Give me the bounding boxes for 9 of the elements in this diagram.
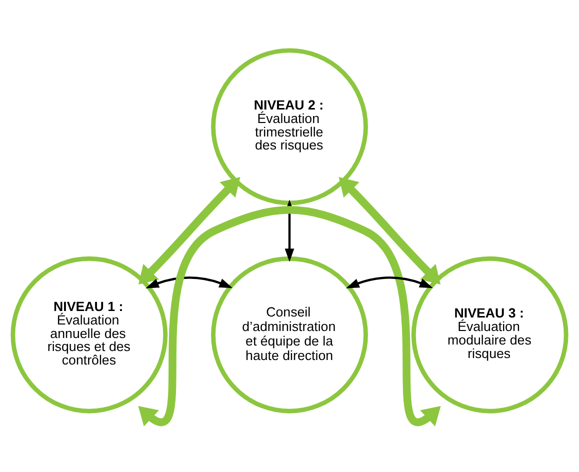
arrow [146, 276, 233, 288]
arrow [138, 206, 441, 426]
node-circle: Conseil d’administration et équipe de la haute direction [211, 256, 368, 413]
arrow [346, 276, 433, 288]
arrow [138, 176, 240, 284]
arrow [338, 176, 441, 284]
node-circle: NIVEAU 2 : Évaluation trimestrielle des risques [211, 48, 368, 205]
node-circle: NIVEAU 3 : Évaluation modulaire des risques [411, 256, 568, 413]
node-circle: NIVEAU 1 : Évaluation annuelle des risques et des contrôles [10, 256, 168, 413]
